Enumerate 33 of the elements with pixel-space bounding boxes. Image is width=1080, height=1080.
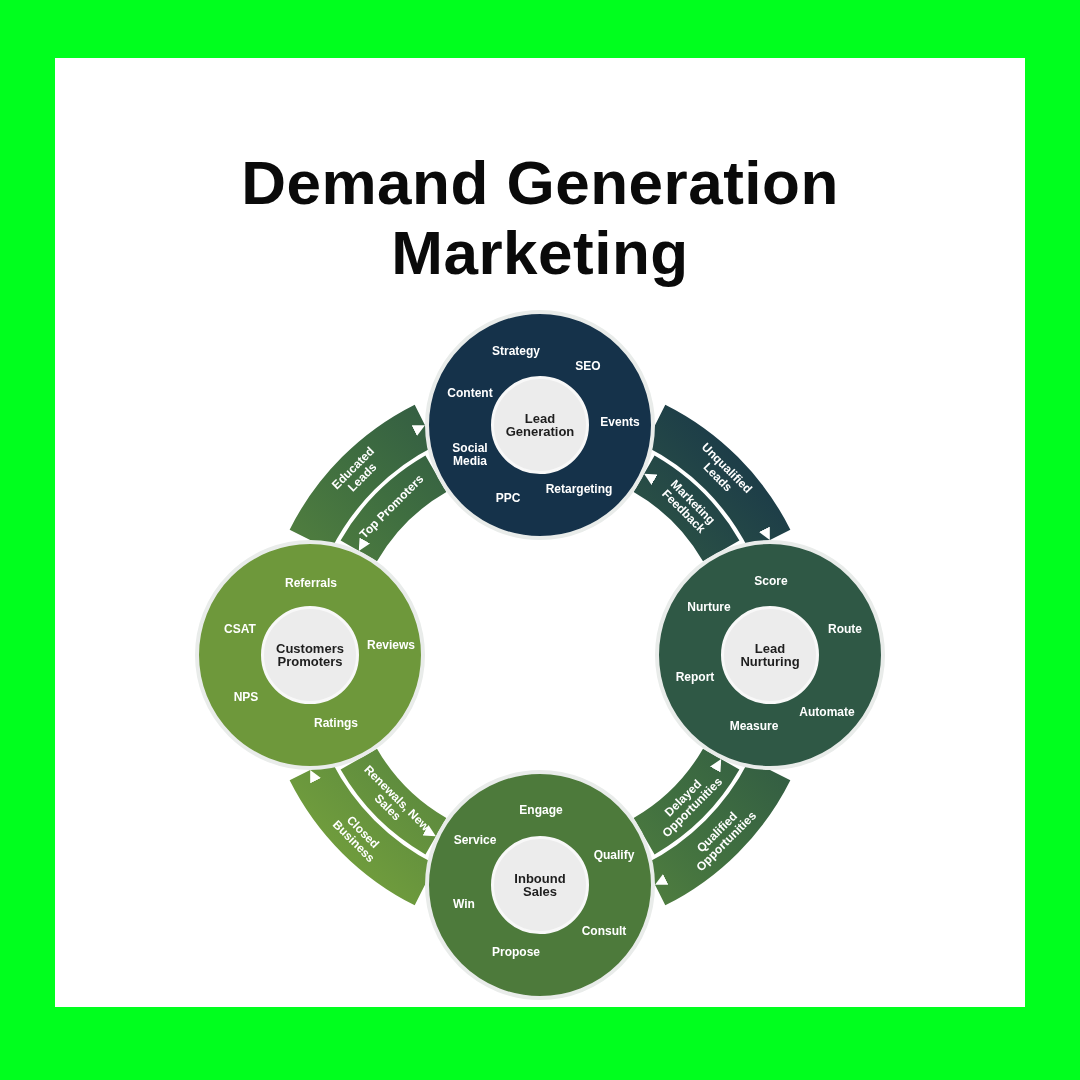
stage-item: Content bbox=[447, 386, 493, 400]
arrow-band bbox=[341, 456, 448, 563]
stage-item: Events bbox=[600, 415, 640, 429]
stage-item: CSAT bbox=[224, 622, 256, 636]
stage-title: Lead Generation bbox=[504, 412, 576, 438]
stage-item: Consult bbox=[581, 924, 627, 938]
arrow-band bbox=[632, 747, 739, 854]
stage-item: Social Media bbox=[451, 442, 489, 468]
arrow-band bbox=[341, 747, 448, 854]
stage-item: Route bbox=[828, 622, 862, 636]
stage-item: NPS bbox=[233, 690, 259, 704]
stage-item: Automate bbox=[799, 705, 855, 719]
stage-item: Propose bbox=[492, 945, 540, 959]
stage-item: Service bbox=[453, 833, 497, 847]
stage-item: Report bbox=[675, 670, 715, 684]
stage-item: Score bbox=[754, 574, 788, 588]
stage-item: Nurture bbox=[687, 600, 731, 614]
stage-item: Retargeting bbox=[545, 482, 613, 496]
stage-item: SEO bbox=[575, 359, 601, 373]
arrow-band bbox=[632, 456, 739, 563]
stage-item: Referrals bbox=[285, 576, 337, 590]
stage-title: Customers Promoters bbox=[275, 642, 345, 668]
title: Demand Generation Marketing bbox=[240, 148, 840, 288]
stage-item: Engage bbox=[519, 803, 563, 817]
stage-title: Lead Nurturing bbox=[739, 642, 801, 668]
stage-item: Ratings bbox=[314, 716, 358, 730]
stage-item: Qualify bbox=[593, 848, 635, 862]
stage-item: Reviews bbox=[367, 638, 415, 652]
stage-item: Win bbox=[453, 897, 475, 911]
stage-item: Strategy bbox=[492, 344, 540, 358]
stage-item: PPC bbox=[495, 491, 521, 505]
stage-item: Measure bbox=[729, 719, 779, 733]
stage-title: Inbound Sales bbox=[513, 872, 567, 898]
